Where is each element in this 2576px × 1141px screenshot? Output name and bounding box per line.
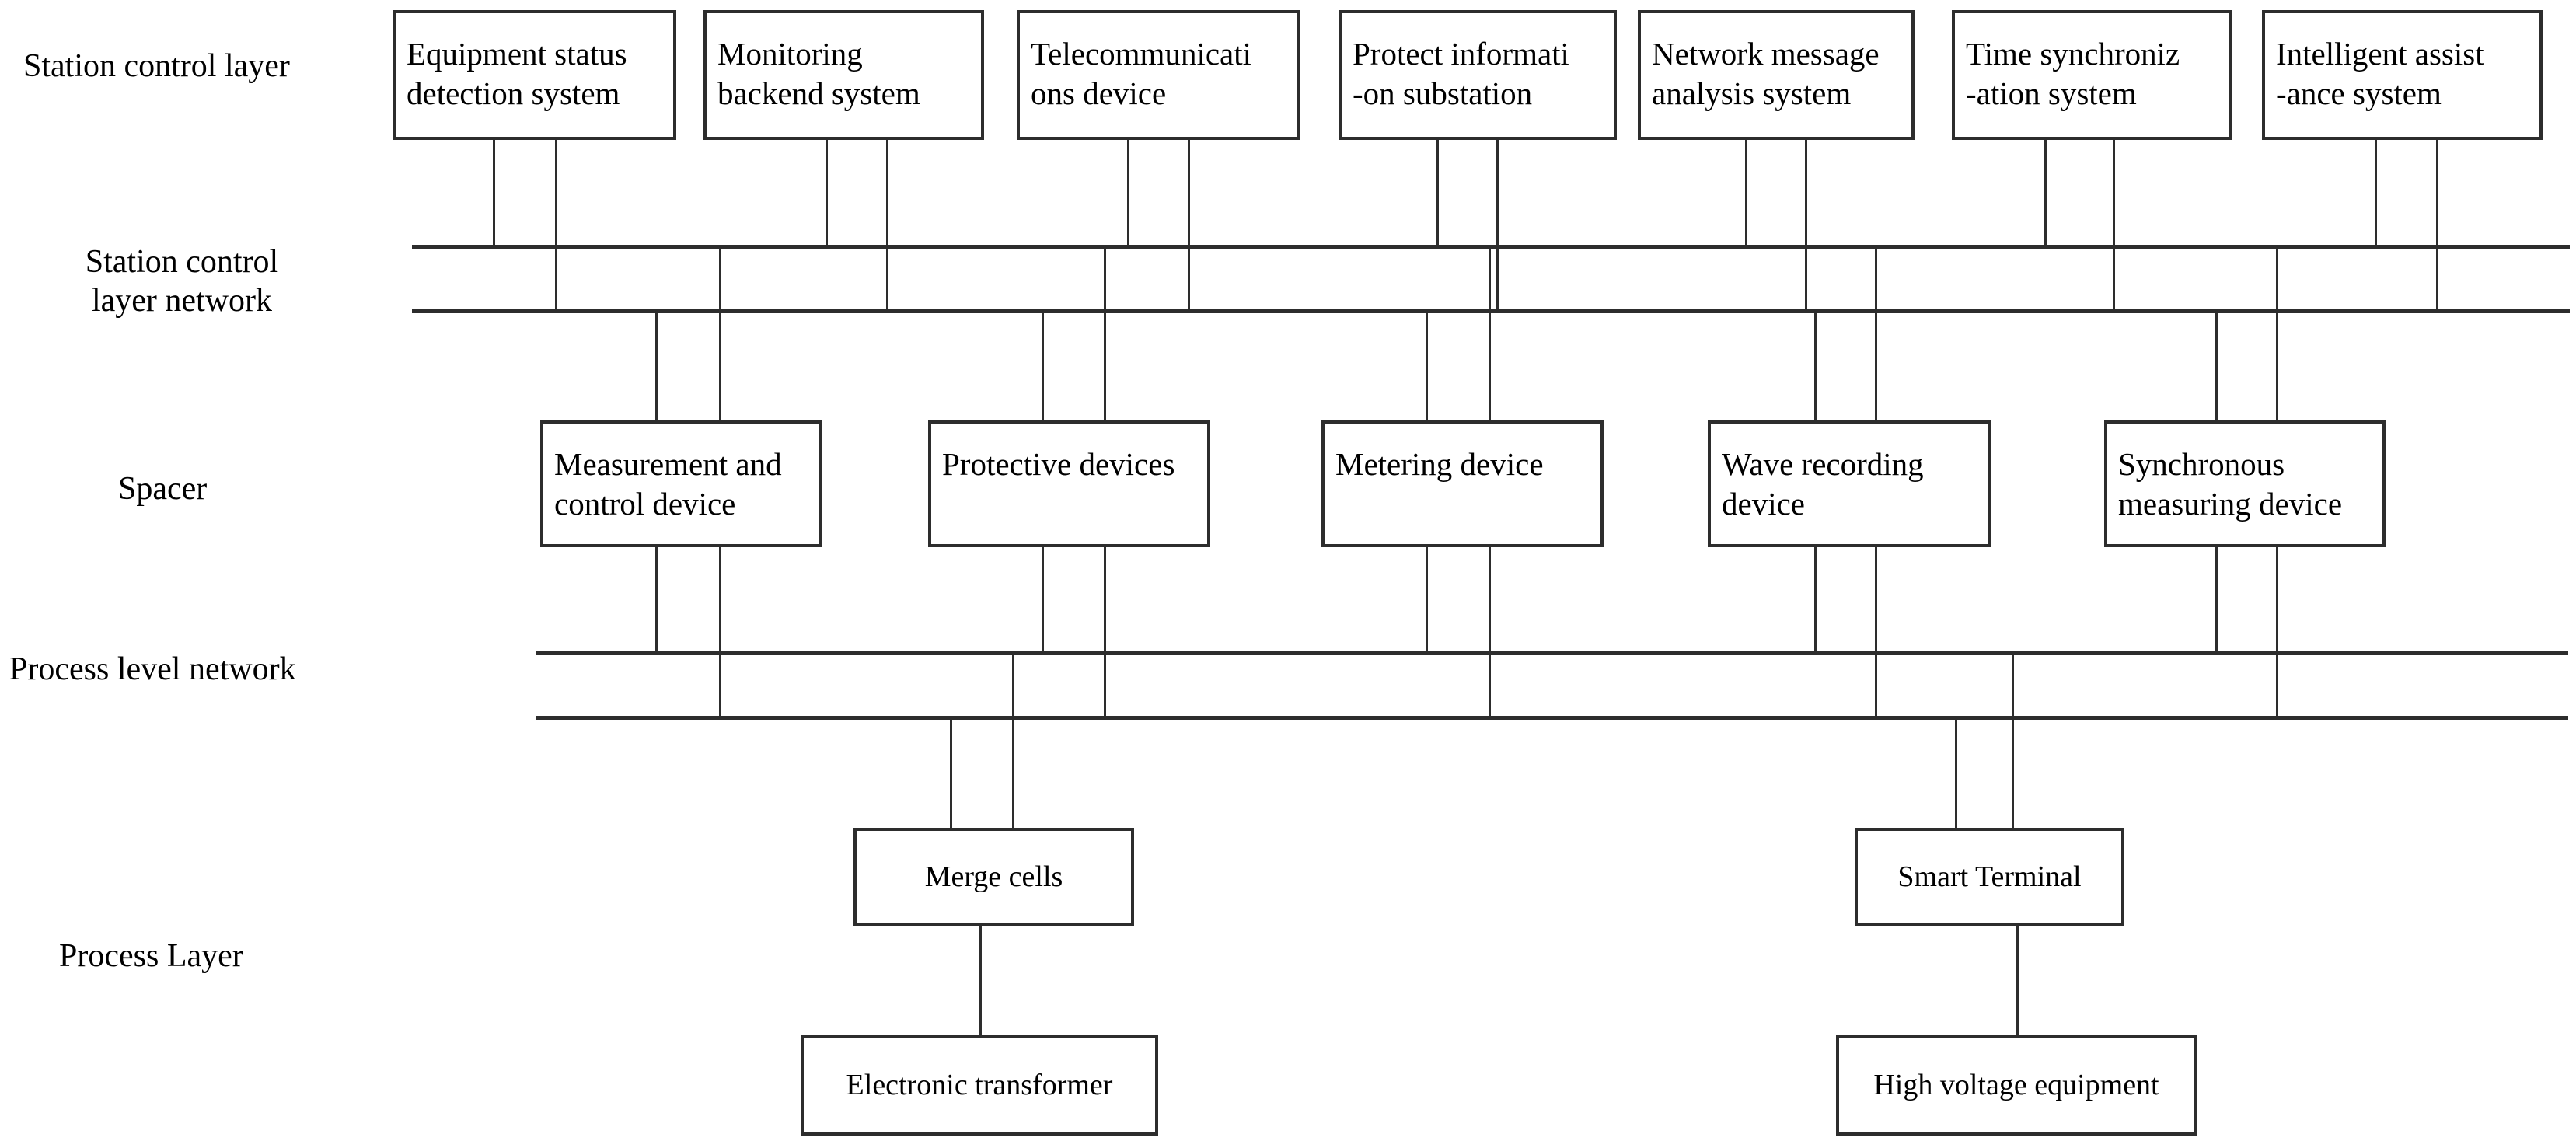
connector-line	[1012, 651, 1014, 831]
label-process-layer: Process Layer	[59, 938, 243, 974]
connector-line	[1127, 140, 1129, 248]
connector-line	[979, 926, 982, 1038]
station-network-bus-line-b	[412, 309, 2570, 313]
box-metering-device: Metering device	[1321, 420, 1604, 547]
connector-line	[719, 547, 721, 719]
connector-line	[655, 547, 658, 654]
connector-line	[1188, 140, 1190, 312]
connector-line	[1426, 309, 1428, 423]
connector-line	[1814, 547, 1817, 654]
connector-line	[1104, 547, 1106, 719]
connector-line	[950, 716, 952, 831]
connector-line	[2276, 547, 2278, 719]
connector-line	[719, 245, 721, 423]
box-merge-cells: Merge cells	[853, 828, 1134, 926]
box-measurement-and-control-device: Measurement and control device	[540, 420, 822, 547]
connector-line	[2276, 245, 2278, 423]
box-smart-terminal: Smart Terminal	[1855, 828, 2124, 926]
box-wave-recording-device: Wave recording device	[1708, 420, 1991, 547]
connector-line	[2113, 140, 2115, 312]
box-protect-information-substation: Protect informati -on substation	[1339, 10, 1617, 140]
connector-line	[1955, 716, 1957, 831]
box-high-voltage-equipment: High voltage equipment	[1836, 1035, 2197, 1136]
box-synchronous-measuring-device: Synchronous measuring device	[2104, 420, 2386, 547]
connector-line	[493, 140, 495, 248]
box-network-message-analysis-system: Network message analysis system	[1638, 10, 1915, 140]
connector-line	[1489, 547, 1491, 719]
process-network-bus-line-a	[536, 651, 2568, 655]
box-monitoring-backend-system: Monitoring backend system	[703, 10, 984, 140]
connector-line	[1745, 140, 1747, 248]
connector-line	[1814, 309, 1817, 423]
label-station-control-layer: Station control layer	[23, 48, 290, 84]
process-network-bus-line-b	[536, 716, 2568, 720]
connector-line	[2215, 309, 2218, 423]
box-telecommunications-device: Telecommunicati ons device	[1017, 10, 1300, 140]
box-protective-devices: Protective devices	[928, 420, 1210, 547]
connector-line	[555, 140, 557, 312]
connector-line	[886, 140, 888, 312]
connector-line	[2044, 140, 2047, 248]
box-time-synchronization-system: Time synchroniz -ation system	[1952, 10, 2232, 140]
connector-line	[1489, 245, 1491, 423]
connector-line	[2012, 651, 2014, 831]
connector-line	[2016, 926, 2019, 1038]
connector-line	[1042, 547, 1044, 654]
connector-line	[1875, 245, 1877, 423]
connector-line	[655, 309, 658, 423]
connector-line	[1805, 140, 1807, 312]
box-equipment-status-detection-system: Equipment status detection system	[393, 10, 676, 140]
box-electronic-transformer: Electronic transformer	[801, 1035, 1158, 1136]
connector-line	[1104, 245, 1106, 423]
connector-line	[2436, 140, 2438, 312]
box-intelligent-assistance-system: Intelligent assist -ance system	[2262, 10, 2543, 140]
station-network-bus-line-a	[412, 245, 2570, 249]
connector-line	[1875, 547, 1877, 719]
label-station-control-layer-network: Station control layer network	[85, 244, 279, 319]
connector-line	[2215, 547, 2218, 654]
connector-line	[826, 140, 828, 248]
connector-line	[1436, 140, 1439, 248]
connector-line	[1042, 309, 1044, 423]
label-process-level-network: Process level network	[9, 651, 296, 687]
label-spacer: Spacer	[118, 471, 208, 507]
connector-line	[2375, 140, 2377, 248]
connector-line	[1426, 547, 1428, 654]
connector-line	[1496, 140, 1499, 312]
